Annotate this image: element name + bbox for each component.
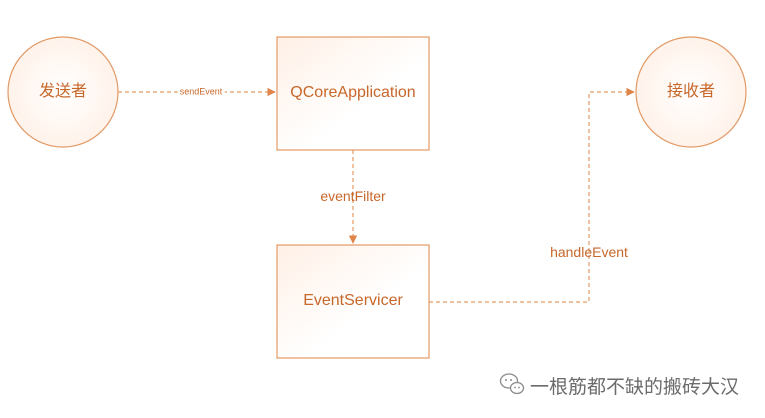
watermark-text: 一根筋都不缺的搬砖大汉 <box>530 376 740 398</box>
send-event-label: sendEvent <box>177 86 225 97</box>
handle-event-label: handleEvent <box>550 244 628 260</box>
servicer-node <box>276 244 430 359</box>
core-app-label: QCoreApplication <box>290 84 416 101</box>
receiver-label: 接收者 <box>666 83 716 100</box>
event-filter-label: eventFilter <box>320 188 386 204</box>
wechat-icon <box>499 373 525 395</box>
receiver-node <box>635 36 747 148</box>
core-app-node <box>276 36 430 151</box>
handle-event-edge <box>429 87 635 303</box>
servicer-label: EventServicer <box>303 292 403 309</box>
sender-label: 发送者 <box>38 83 88 100</box>
